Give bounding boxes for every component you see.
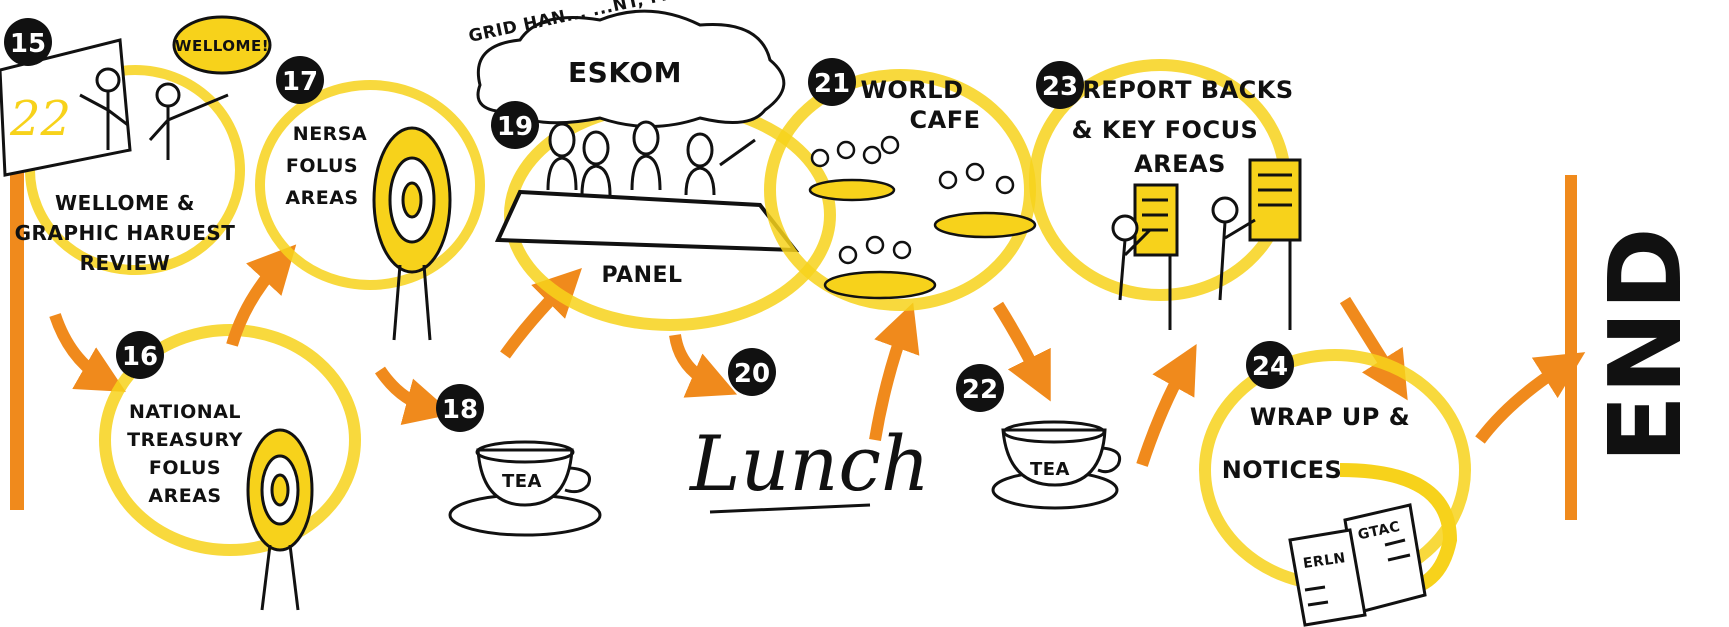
step-16-national-treasury: 16 NATIONAL TREASURY FOLUS AREAS xyxy=(99,324,361,611)
tea-cup-icon xyxy=(448,440,602,537)
step-24-wrap-up: GTAC ERLN 24 WRAP UP & NOTICES xyxy=(1199,341,1471,627)
step-16-highlight-circle xyxy=(99,324,361,556)
arrow-17-to-18 xyxy=(375,366,454,425)
lunch-underline xyxy=(709,503,871,514)
end-label: END xyxy=(1587,227,1704,464)
step-17-number-badge xyxy=(276,56,324,104)
step-16-label-line-2: TREASURY xyxy=(127,429,243,451)
welcome-speech-bubble: WELLOME! xyxy=(172,15,272,75)
step-24-number: 24 xyxy=(1252,352,1288,382)
step-17-label-line-1: NERSA xyxy=(293,123,367,145)
step-18-tea: 18 TEA xyxy=(436,384,602,537)
step-22-cup-label: TEA xyxy=(1030,459,1070,480)
step-17-nersa: 17 NERSA FOLUS AREAS xyxy=(255,56,485,341)
step-24-doc-label-1: ERLN xyxy=(1302,550,1347,572)
step-23-label-line-1: REPORT BACKS xyxy=(1082,76,1293,104)
step-15-number: 15 xyxy=(10,29,46,59)
left-orange-bar xyxy=(10,170,24,510)
step-21-label-line-1: WORLD xyxy=(860,76,963,104)
cafe-tables-icon xyxy=(808,135,1037,300)
step-20-lunch: 20 Lunch xyxy=(688,348,930,514)
arrow-16-to-17 xyxy=(226,244,297,347)
step-16-label-line-1: NATIONAL xyxy=(129,401,241,423)
arrow-24-to-end xyxy=(1475,352,1586,444)
step-21-number-badge xyxy=(808,58,856,106)
step-18-cup-label: TEA xyxy=(502,471,542,492)
step-24-label-line-2: NOTICES xyxy=(1222,456,1343,484)
step-15-welcome: 22 WELLOME! 15 WELLOME & GRAPHIC HARUEST… xyxy=(0,15,272,275)
end-orange-bar xyxy=(1565,175,1577,520)
step-24-number-badge xyxy=(1246,341,1294,389)
tea-cup-icon xyxy=(991,420,1122,510)
step-16-number: 16 xyxy=(122,342,158,372)
step-23-label-line-3: AREAS xyxy=(1134,150,1226,178)
step-15-label-line-1: WELLOME & xyxy=(55,191,195,215)
presenter-figures-icon xyxy=(79,67,229,160)
step-16-label-line-4: AREAS xyxy=(148,485,221,507)
panel-table-icon xyxy=(494,189,800,253)
arrow-21-to-22 xyxy=(992,301,1051,402)
step-20-script-label: Lunch xyxy=(688,419,930,508)
end-marker: END xyxy=(1565,175,1704,520)
step-22-tea: 22 TEA xyxy=(956,364,1122,510)
step-19-number-badge xyxy=(491,101,539,149)
target-icon xyxy=(372,126,452,341)
step-17-label-line-2: FOLUS xyxy=(286,155,358,177)
step-17-highlight-circle xyxy=(255,80,485,290)
step-20-number-badge xyxy=(728,348,776,396)
arrow-20-to-21 xyxy=(869,302,920,441)
step-23-number-badge xyxy=(1036,61,1084,109)
step-16-label-line-3: FOLUS xyxy=(149,457,221,479)
step-19-number: 19 xyxy=(497,112,533,142)
documents-icon xyxy=(1288,503,1427,627)
arrow-15-to-16 xyxy=(49,313,126,392)
step-18-number: 18 xyxy=(442,395,478,425)
panel-people-icon xyxy=(546,120,756,196)
step-24-label-line-1: WRAP UP & xyxy=(1250,403,1410,431)
step-21-label-line-2: CAFE xyxy=(910,106,981,134)
step-16-number-badge xyxy=(116,331,164,379)
step-17-number: 17 xyxy=(282,67,318,97)
step-19-table-label: PANEL xyxy=(601,263,682,288)
step-17-label-line-3: AREAS xyxy=(285,187,358,209)
step-21-world-cafe: 21 WORLD CAFE xyxy=(764,58,1037,311)
step-21-number: 21 xyxy=(814,69,850,99)
step-23-label-line-2: & KEY FOCUS xyxy=(1072,116,1259,144)
step-20-number: 20 xyxy=(734,359,770,389)
step-15-number-badge xyxy=(4,18,52,66)
target-icon xyxy=(246,428,314,611)
step-19-cloud-title: ESKOM xyxy=(568,56,682,89)
svg-text:22: 22 xyxy=(9,91,71,147)
arrow-22-to-23 xyxy=(1136,344,1197,467)
step-22-number: 22 xyxy=(962,375,998,405)
step-15-label-line-3: REVIEW xyxy=(80,251,171,275)
step-22-number-badge xyxy=(956,364,1004,412)
step-23-report-backs: 23 REPORT BACKS & KEY FOCUS AREAS xyxy=(1029,59,1302,330)
step-18-number-badge xyxy=(436,384,484,432)
flipcharts-presenters-icon xyxy=(1111,158,1302,330)
step-15-label-line-2: GRAPHIC HARUEST xyxy=(15,221,236,245)
welcome-bubble-text: WELLOME! xyxy=(175,37,269,55)
arrow-19-to-20 xyxy=(669,333,738,398)
step-23-number: 23 xyxy=(1042,72,1078,102)
